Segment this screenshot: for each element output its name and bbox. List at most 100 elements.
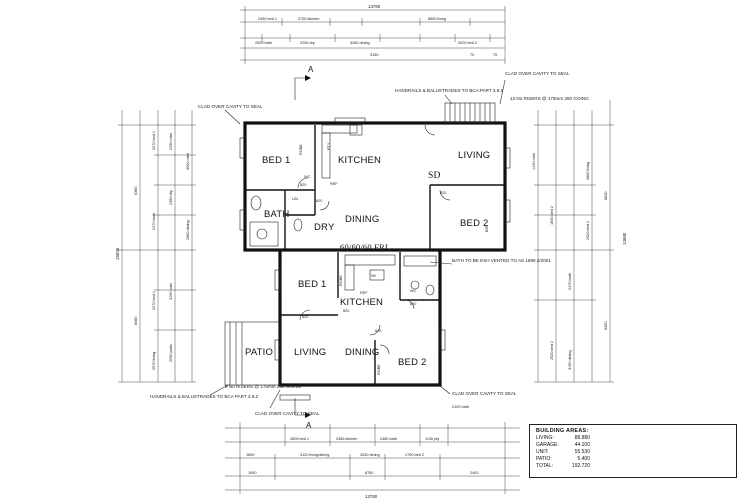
- fixture-ref-2: REF: [360, 291, 368, 295]
- upper-kitchen-label: KITCHEN: [338, 155, 381, 166]
- opening-820-1: 820: [300, 183, 306, 187]
- svg-text:2480 bath: 2480 bath: [380, 437, 397, 441]
- fixture-robe-3: ROBE: [377, 364, 381, 375]
- svg-text:1440 robe: 1440 robe: [532, 153, 536, 170]
- note-bath-vented: BATH TO BE EXH VENTED TO AS 1668.2/2001: [429, 258, 551, 265]
- svg-text:3190 robe: 3190 robe: [169, 283, 173, 300]
- lower-living-label: LIVING: [294, 347, 326, 358]
- opening-820-4: 820: [302, 315, 308, 319]
- svg-text:3660 living: 3660 living: [586, 162, 590, 180]
- note-risers-bottom: 9 No RISERS @ 175mm 250 GOING: [225, 384, 302, 389]
- svg-text:3120 living/dining: 3120 living/dining: [300, 453, 329, 457]
- svg-text:2385 kitchen: 2385 kitchen: [336, 437, 358, 441]
- svg-text:2050 patio: 2050 patio: [169, 344, 173, 362]
- overall-top-dim: 13780: [368, 4, 381, 9]
- svg-text:1950: 1950: [248, 471, 256, 475]
- svg-text:CLAD OVER CAVITY TO SEAL: CLAD OVER CAVITY TO SEAL: [505, 71, 570, 76]
- svg-text:2860 dining: 2860 dining: [186, 220, 190, 240]
- svg-text:3280 dining: 3280 dining: [350, 41, 370, 45]
- svg-text:3270 bed 1: 3270 bed 1: [152, 131, 156, 150]
- area-row-garage: GARAGE:44.100: [536, 442, 590, 448]
- left-dimension-strings: 15695 6380 6080 3270 bed 1 2470 bath 227…: [115, 110, 196, 383]
- svg-text:2350 dry: 2350 dry: [169, 190, 173, 205]
- note-clad-bottom: CLAD OVER CAVITY TO SEAL: [255, 389, 320, 416]
- lower-kitchen-label: KITCHEN: [340, 297, 383, 308]
- opening-820-5: 820: [343, 309, 349, 313]
- svg-text:2100 bath: 2100 bath: [452, 405, 469, 409]
- svg-text:1130 pty: 1130 pty: [425, 437, 439, 441]
- area-row-living: LIVING:88.880: [536, 435, 590, 441]
- fire-rating-label: 60/60/60 FRL: [340, 242, 390, 252]
- upper-dining-label: DINING: [345, 214, 379, 225]
- svg-text:2000 bath: 2000 bath: [255, 41, 272, 45]
- svg-text:2700 kitchen: 2700 kitchen: [298, 17, 320, 21]
- fixture-bir-1: BIR: [485, 225, 489, 232]
- svg-text:2400: 2400: [470, 471, 478, 475]
- svg-text:2970 living: 2970 living: [152, 352, 156, 370]
- overall-left-dim: 15695: [115, 247, 120, 260]
- upper-bed2-label: BED 2: [460, 218, 488, 229]
- area-row-unit: UNIT:55.530: [536, 449, 590, 455]
- fixture-lin-1: LIN: [292, 197, 298, 201]
- svg-text:8780: 8780: [365, 471, 373, 475]
- svg-text:9 No RISERS @ 175mm 250 GOING: 9 No RISERS @ 175mm 250 GOING: [225, 384, 302, 389]
- section-marker-bottom: A: [294, 398, 312, 430]
- svg-text:2450 bed 1: 2450 bed 1: [258, 17, 277, 21]
- note-clad-left: CLAD OVER CAVITY TO SEAL: [198, 104, 263, 125]
- fixture-pty-1: PTY: [327, 142, 331, 150]
- svg-text:70: 70: [470, 53, 474, 57]
- top-dimension-strings: 13780 2450 bed 1 2700 kitchen 8500 livin…: [240, 4, 506, 64]
- svg-text:2470 bath: 2470 bath: [568, 273, 572, 290]
- opening-820-7: 820: [410, 302, 416, 306]
- svg-text:A: A: [306, 421, 312, 430]
- lower-bed1-label: BED 1: [298, 279, 326, 290]
- svg-text:HANDRAILS & BALUSTRADES TO BCA: HANDRAILS & BALUSTRADES TO BCA PART 3.9.…: [395, 88, 504, 93]
- svg-text:2270 bed 1: 2270 bed 1: [152, 291, 156, 310]
- building-areas-title: BUILDING AREAS:: [536, 428, 589, 434]
- svg-text:2520 bed 2: 2520 bed 2: [550, 341, 554, 360]
- svg-text:6080: 6080: [134, 317, 138, 325]
- upper-bath-label: BATH: [264, 209, 289, 220]
- svg-text:2700 bed 2: 2700 bed 2: [405, 453, 424, 457]
- lower-unit: [224, 250, 446, 401]
- opening-820-2: 820: [316, 199, 322, 203]
- note-handrails-top: HANDRAILS & BALUSTRADES TO BCA PART 3.9.…: [395, 88, 504, 105]
- svg-text:2920 bed 2: 2920 bed 2: [586, 221, 590, 240]
- svg-text:3190 dining: 3190 dining: [568, 350, 572, 370]
- svg-text:6380: 6380: [134, 187, 138, 195]
- svg-text:3200 bed 2: 3200 bed 2: [458, 41, 477, 45]
- fixture-sk-1: SK: [371, 274, 377, 278]
- svg-text:6830: 6830: [604, 192, 608, 200]
- svg-text:A: A: [308, 65, 314, 74]
- upper-dry-label: DRY: [314, 222, 335, 233]
- overall-right-dim: 13680: [622, 232, 627, 245]
- svg-text:HANDRAILS & BALUSTRADES TO BCA: HANDRAILS & BALUSTRADES TO BCA PART 3.9.…: [150, 394, 259, 399]
- svg-text:2250 dry: 2250 dry: [300, 41, 315, 45]
- building-areas-box: BUILDING AREAS: LIVING:88.880 GARAGE:44.…: [529, 424, 737, 478]
- svg-text:1890: 1890: [246, 453, 254, 457]
- fixture-wc-1: WC: [304, 175, 311, 179]
- fixture-robe-1: ROBE: [299, 144, 303, 155]
- svg-text:2605 bed 1: 2605 bed 1: [290, 437, 309, 441]
- lower-patio-label: PATIO: [245, 347, 273, 358]
- svg-text:2250 robe: 2250 robe: [169, 133, 173, 150]
- note-clad-right: CLAD OVER CAVITY TO SEAL: [499, 71, 570, 105]
- right-dimension-strings: 13680 6830 6350 3660 living 2920 bed 2 2…: [532, 100, 627, 383]
- fixture-ref-1: REF: [330, 182, 338, 186]
- opening-820-6: 820: [375, 329, 381, 333]
- overall-bottom-dim: 13780: [365, 494, 378, 499]
- svg-text:1840 bed 2: 1840 bed 2: [550, 206, 554, 225]
- svg-text:BATH TO BE EXH VENTED TO AS 16: BATH TO BE EXH VENTED TO AS 1668.2/2001: [452, 258, 551, 263]
- svg-text:3150: 3150: [370, 53, 378, 57]
- upper-sd-label: SD: [428, 171, 441, 181]
- svg-text:3000 robe: 3000 robe: [186, 153, 190, 170]
- svg-text:CLAD OVER CAVITY TO SEAL: CLAD OVER CAVITY TO SEAL: [255, 411, 320, 416]
- upper-living-label: LIVING: [458, 150, 490, 161]
- area-row-total: TOTAL:192.720: [536, 463, 590, 469]
- svg-text:8500 living: 8500 living: [428, 17, 446, 21]
- svg-text:6350: 6350: [604, 322, 608, 330]
- note-risers-top: 13 No RISERS @ 175mm 250 GOING: [510, 96, 589, 101]
- fixture-robe-2: ROBE: [339, 275, 343, 286]
- opening-820-3: 820: [440, 191, 446, 195]
